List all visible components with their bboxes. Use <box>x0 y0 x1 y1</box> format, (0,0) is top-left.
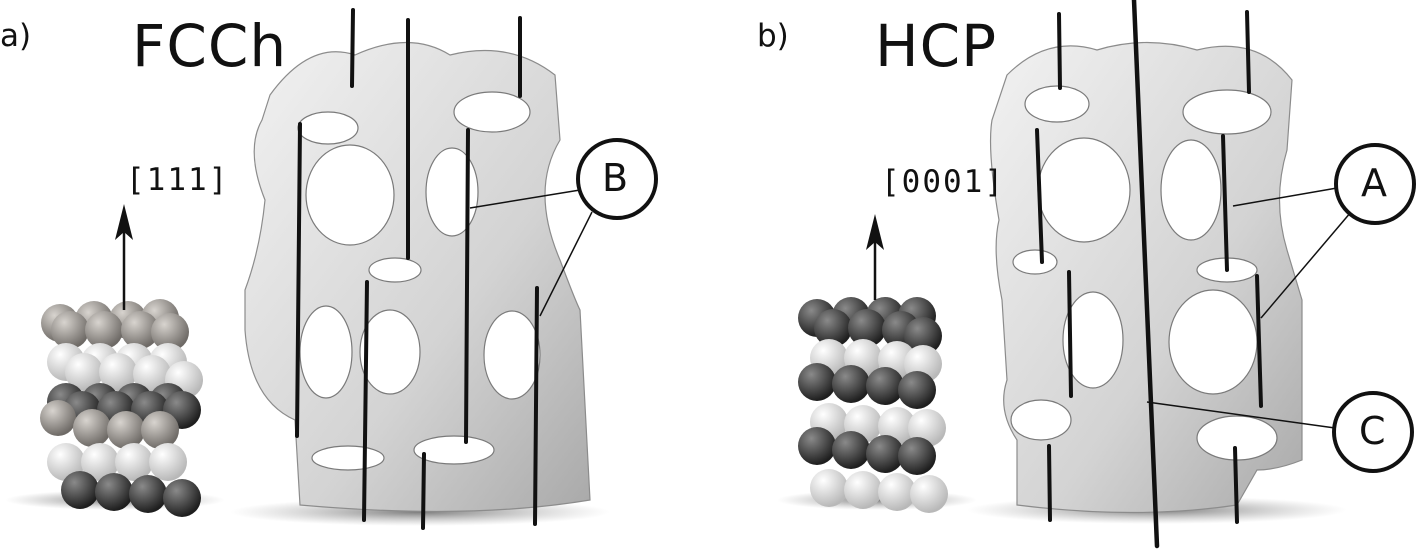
callout-a-letter: A <box>1361 161 1387 205</box>
panel-letter: a) <box>0 18 32 54</box>
callout-b <box>469 138 658 317</box>
dislocation-lines <box>295 8 539 530</box>
layer-row-6 <box>810 469 948 513</box>
panel-b: b) HCP [0001] A C <box>717 0 1417 549</box>
direction-arrow <box>115 204 133 310</box>
layer-row-1 <box>41 299 189 351</box>
callout-c-letter: C <box>1359 409 1386 453</box>
structure-title: HCP <box>875 12 998 80</box>
direction-arrow <box>866 214 884 300</box>
layer-row-1 <box>798 297 942 355</box>
layer-row-5 <box>47 443 187 481</box>
direction-label: [0001] <box>881 164 1005 200</box>
callout-a <box>1232 143 1416 319</box>
panel-a-figure <box>5 8 658 530</box>
panel-a: a) FCCh [111] B <box>0 0 700 549</box>
structure-title: FCCh <box>132 12 288 80</box>
layer-row-2 <box>810 339 942 383</box>
panel-b-figure <box>777 0 1416 549</box>
sphere-stack <box>798 297 948 513</box>
minimal-surface <box>244 42 591 513</box>
layer-row-3 <box>798 363 936 409</box>
callout-b-letter: B <box>602 156 629 200</box>
layer-row-5 <box>798 427 936 475</box>
sphere-stack <box>40 299 203 517</box>
callout-c <box>1146 391 1414 473</box>
layer-row-2 <box>47 343 203 399</box>
layer-row-6 <box>61 471 201 517</box>
dislocation-lines <box>1035 0 1263 549</box>
direction-label: [111] <box>126 162 230 198</box>
panel-letter: b) <box>757 18 789 54</box>
layer-row-4 <box>40 400 179 449</box>
